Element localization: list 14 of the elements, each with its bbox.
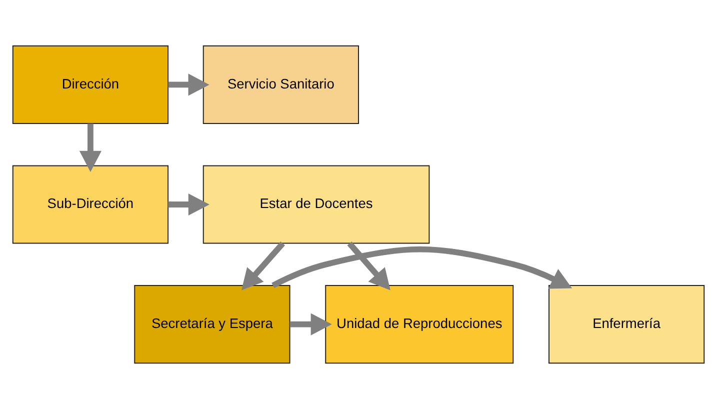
node-box: Sub-Dirección bbox=[12, 165, 168, 244]
node-box: Enfermería bbox=[548, 285, 705, 364]
arrow bbox=[272, 246, 572, 289]
arrow bbox=[290, 313, 332, 336]
node-box: Secretaría y Espera bbox=[134, 285, 290, 364]
node-box: Estar de Docentes bbox=[202, 165, 430, 244]
node-box: Servicio Sanitario bbox=[202, 45, 359, 124]
arrow bbox=[168, 74, 210, 96]
arrow bbox=[168, 193, 210, 216]
arrow bbox=[241, 241, 285, 290]
node-box: Dirección bbox=[12, 45, 168, 124]
node-box: Unidad de Reproducciones bbox=[325, 285, 514, 364]
arrow bbox=[347, 241, 390, 290]
arrow bbox=[79, 124, 102, 172]
